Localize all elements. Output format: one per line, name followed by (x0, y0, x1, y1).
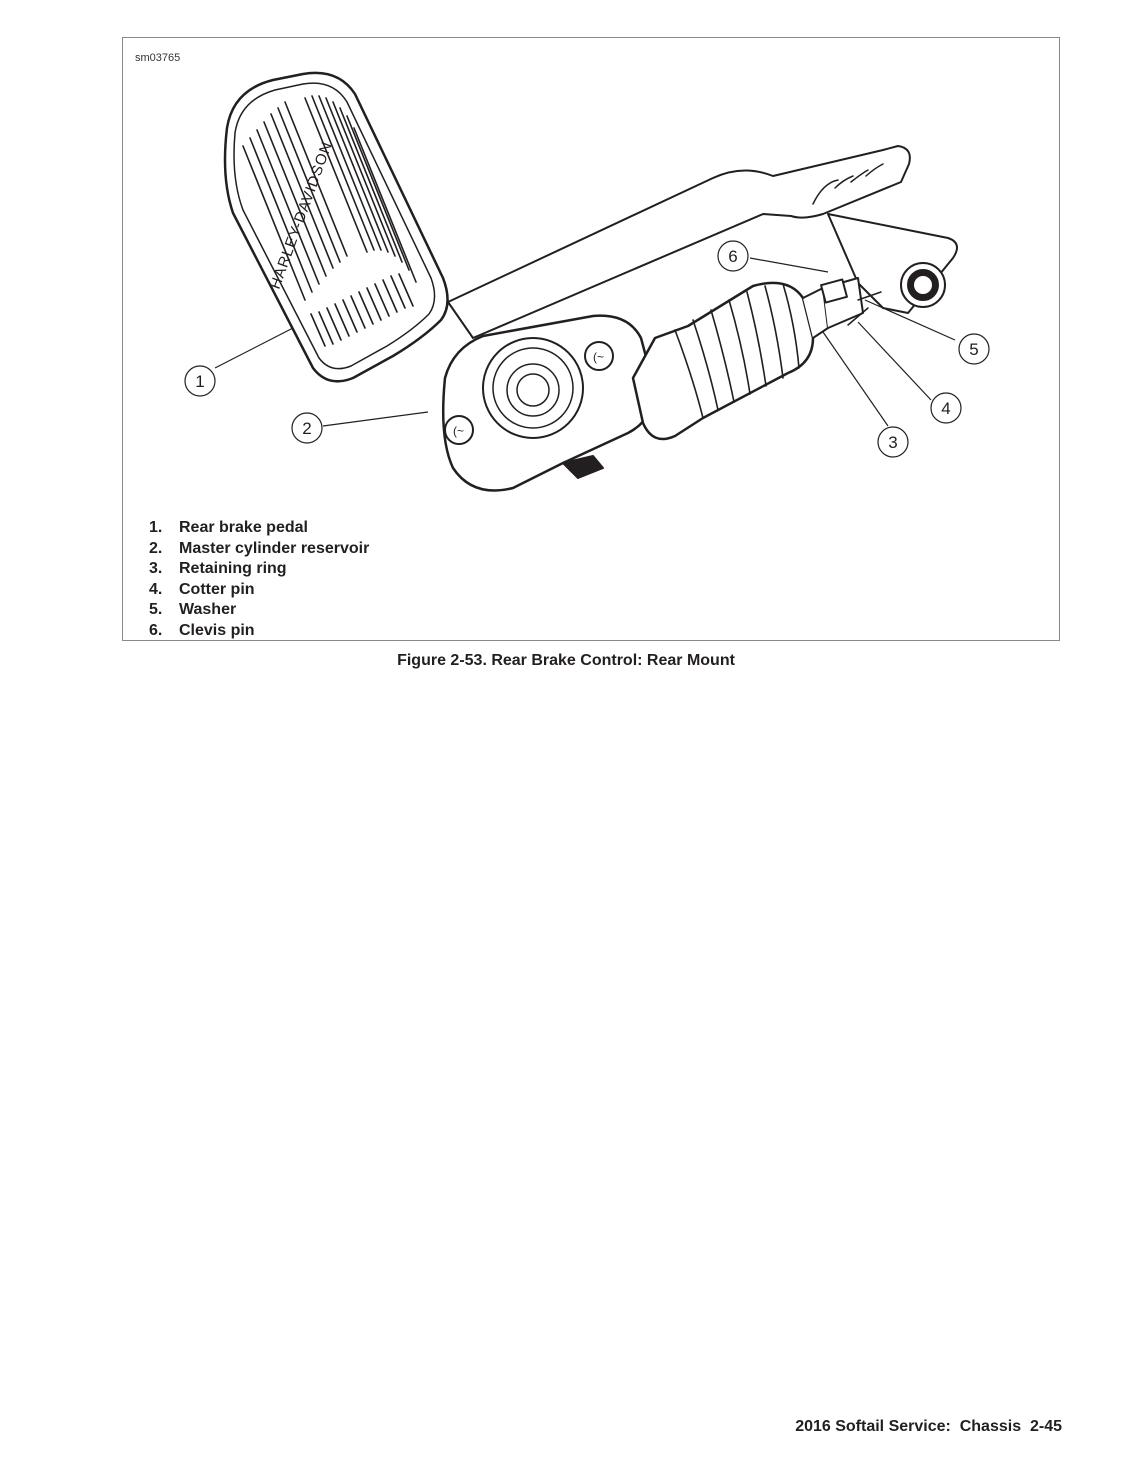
legend-item: 5.Washer (149, 601, 237, 618)
figure-caption: Figure 2-53. Rear Brake Control: Rear Mo… (397, 652, 735, 669)
legend-item: 6.Clevis pin (149, 621, 255, 639)
pedal-lever-arm (447, 145, 958, 339)
callout-6: 6 (728, 247, 737, 266)
pedal-pad (223, 71, 449, 383)
figure-frame: sm03765 (122, 37, 1060, 641)
legend-item: 2.Master cylinder reservoir (149, 539, 370, 557)
callout-4: 4 (941, 399, 950, 418)
legend-item: 4.Cotter pin (149, 580, 255, 598)
svg-text:(~: (~ (593, 350, 604, 364)
callout-3: 3 (888, 433, 897, 452)
brake-control-illustration: (~ (~ (184, 71, 990, 492)
callout-5: 5 (969, 340, 978, 359)
callout-1: 1 (195, 372, 204, 391)
page-footer: 2016 Softail Service: Chassis 2-45 (795, 1418, 1062, 1435)
legend-item: 3.Retaining ring (149, 560, 287, 577)
callout-2: 2 (302, 419, 311, 438)
figure-id: sm03765 (135, 52, 181, 64)
master-cylinder-reservoir: (~ (~ (441, 314, 655, 492)
svg-text:(~: (~ (453, 424, 464, 438)
rubber-boot (631, 277, 882, 441)
parts-legend: 1.Rear brake pedal 2.Master cylinder res… (149, 518, 369, 641)
legend-item: 1.Rear brake pedal (149, 519, 308, 536)
